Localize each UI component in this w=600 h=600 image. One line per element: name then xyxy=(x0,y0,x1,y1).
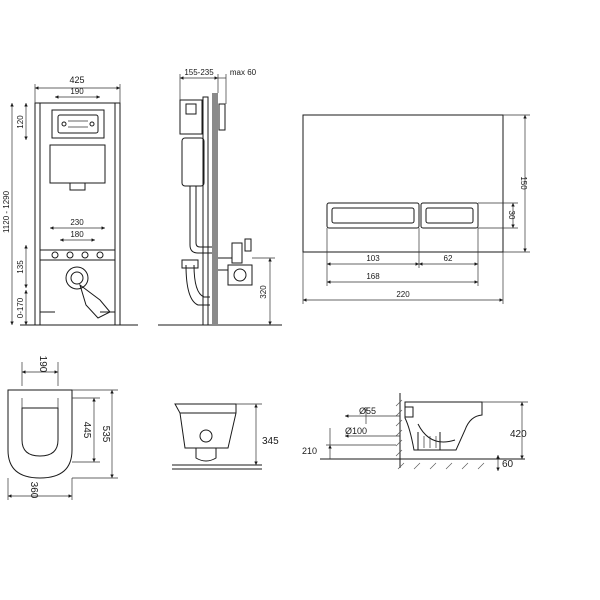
dim-total-length: 535 xyxy=(100,426,111,443)
dim-seat-width: 190 xyxy=(37,356,48,373)
bowl-top-dimensions: 190 445 535 360 xyxy=(7,356,118,500)
dim-frame-inner-width: 190 xyxy=(70,87,84,96)
bowl-side-dimensions: Ø55 Ø100 420 210 60 xyxy=(302,401,528,471)
dim-right-button-width: 62 xyxy=(444,254,453,263)
bowl-top-view xyxy=(7,389,73,479)
dim-outlet-height: 210 xyxy=(302,446,317,456)
dim-frame-depth: 155-235 xyxy=(184,68,214,77)
dim-foot-range: 0-170 xyxy=(16,297,25,318)
dim-frame-max-depth: max 60 xyxy=(230,68,257,77)
bowl-front-outline xyxy=(174,403,237,449)
frame-front-dimensions: 425 190 120 1120 - 1290 230 180 135 0-17… xyxy=(2,75,121,325)
bowl-side-outline xyxy=(404,401,483,451)
dim-small-pipe: Ø55 xyxy=(359,406,376,416)
frame-side-view xyxy=(158,93,282,326)
dim-bolt-spacing-inner: 180 xyxy=(70,230,84,239)
dim-bowl-side-height: 420 xyxy=(510,429,527,440)
frame-crossbar xyxy=(39,249,116,261)
bowl-top-outline xyxy=(7,389,73,479)
dim-bowl-height: 345 xyxy=(262,436,279,447)
flush-button-small xyxy=(420,202,479,229)
dim-plate-width: 220 xyxy=(396,290,410,299)
dim-frame-height-range: 1120 - 1290 xyxy=(2,190,11,233)
frame-right-upright xyxy=(114,102,121,326)
dim-bowl-depth: 60 xyxy=(502,459,514,470)
flush-plate xyxy=(302,114,504,253)
flush-plate-view xyxy=(302,114,504,253)
dim-inner-length: 445 xyxy=(81,422,92,439)
frame-control-plate xyxy=(51,109,105,139)
bowl-front-view xyxy=(172,403,262,470)
flush-plate-dimensions: 150 30 103 62 168 220 xyxy=(302,114,530,304)
dim-large-pipe: Ø100 xyxy=(345,426,367,436)
dim-frame-upper-height: 120 xyxy=(16,115,25,129)
dim-plate-height: 150 xyxy=(519,176,528,190)
frame-cistern xyxy=(49,144,106,184)
dim-frame-lower-height: 135 xyxy=(16,260,25,274)
dim-outlet-height: 320 xyxy=(259,285,268,299)
frame-outlet xyxy=(65,266,89,290)
dim-buttons-width: 168 xyxy=(366,272,380,281)
flush-button-large xyxy=(326,202,420,229)
dim-bolt-spacing: 230 xyxy=(70,218,84,227)
wall-section xyxy=(212,93,218,325)
dim-left-button-width: 103 xyxy=(366,254,380,263)
bowl-side-view xyxy=(320,393,525,470)
dim-button-height: 30 xyxy=(507,211,516,220)
frame-left-upright xyxy=(34,102,41,326)
frame-side-dimensions: 155-235 max 60 320 xyxy=(179,68,275,325)
dim-frame-width: 425 xyxy=(69,75,84,85)
frame-front-view xyxy=(20,102,138,326)
dim-bowl-width: 360 xyxy=(28,482,39,499)
bowl-front-dimensions: 345 xyxy=(236,403,279,465)
